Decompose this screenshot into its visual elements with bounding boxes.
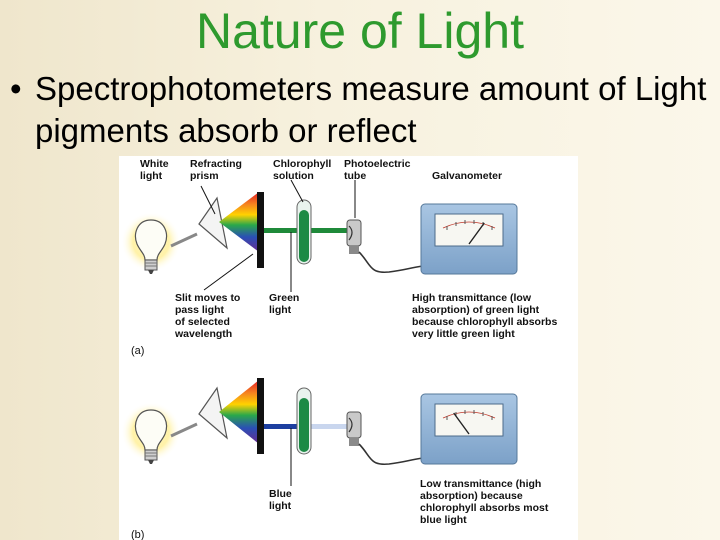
label-chlorophyll-solution: Chlorophyll solution	[273, 158, 332, 182]
label-galvanometer: Galvanometer	[432, 170, 503, 182]
meter-needle-a	[468, 222, 485, 245]
label-high-transmittance: High transmittance (low absorption) of g…	[412, 292, 558, 340]
slide-title: Nature of Light	[196, 3, 524, 59]
label-panel-a: (a)	[131, 345, 145, 357]
cable-b	[358, 443, 424, 466]
chlorophyll-tube-icon	[296, 387, 312, 455]
panel-b-apparatus	[121, 378, 518, 486]
chlorophyll-tube-icon	[296, 199, 312, 265]
label-green-light: Green light	[269, 292, 300, 316]
label-low-transmittance: Low transmittance (high absorption) beca…	[420, 478, 549, 526]
light-bulb-icon	[134, 219, 168, 274]
label-white-light: White light	[140, 158, 169, 182]
figure-drawing	[121, 179, 518, 486]
galvanometer-icon	[420, 393, 518, 465]
solution-pointer	[290, 179, 304, 203]
label-slit-note: Slit moves to pass light of selected wav…	[175, 292, 241, 340]
spectrum-fan	[219, 192, 259, 252]
panel-a-apparatus	[121, 179, 518, 292]
label-blue-light: Blue light	[269, 488, 292, 512]
blue-beam-faint	[311, 424, 356, 429]
white-light-arrow	[170, 422, 198, 438]
bullet-dot: •	[10, 70, 22, 107]
blue-beam	[264, 424, 304, 429]
light-bulb-icon	[134, 409, 168, 464]
spectrophotometer-figure: White light Refracting prism Chlorophyll…	[119, 156, 578, 540]
slit-plate	[257, 192, 264, 268]
meter-needle-b	[453, 412, 470, 435]
slit-plate	[257, 378, 264, 454]
label-refracting-prism: Refracting prism	[190, 158, 242, 182]
spectrum-fan	[219, 380, 259, 444]
prism-pointer-line	[200, 185, 216, 215]
white-light-arrow	[170, 232, 198, 248]
slit-pointer-line	[203, 253, 254, 291]
bullet-point: • Spectrophotometers measure amount of L…	[10, 68, 718, 152]
photoelectric-tube-icon	[346, 411, 362, 446]
label-panel-b: (b)	[131, 529, 145, 540]
photoelectric-tube-icon	[346, 219, 362, 254]
cable-a	[358, 251, 424, 274]
galvanometer-icon	[420, 203, 518, 275]
label-photoelectric-tube: Photoelectric tube	[344, 158, 411, 182]
bullet-text: Spectrophotometers measure amount of Lig…	[35, 70, 707, 149]
